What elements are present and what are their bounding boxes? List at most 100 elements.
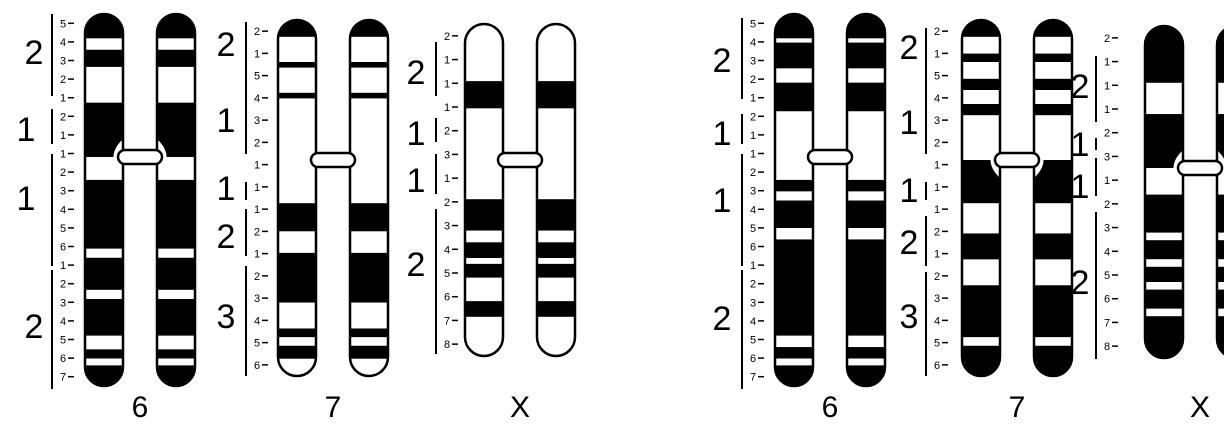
- band-number: 7: [60, 372, 66, 384]
- band-q-13: [157, 349, 195, 359]
- arm-region-label: 2: [900, 29, 919, 67]
- band-q-9: [775, 191, 813, 201]
- band-number: 4: [254, 93, 260, 105]
- band-q-11: [1034, 233, 1072, 259]
- band-number: 3: [444, 221, 450, 233]
- band-q-8: [157, 249, 195, 259]
- band-q-12: [465, 317, 503, 329]
- band-number: 2: [254, 26, 260, 38]
- chromatid-bands: [157, 14, 195, 387]
- arm-region-label: 2: [25, 308, 44, 346]
- chromatid-bands: [775, 14, 813, 387]
- band-p-1: [465, 24, 503, 82]
- arm-region-label: 1: [407, 115, 426, 153]
- band-p-5: [1034, 79, 1072, 91]
- arm-region-label: 2: [217, 218, 236, 256]
- arm-region-label: 2: [407, 54, 426, 92]
- band-number: 5: [444, 268, 450, 280]
- band-p-1: [775, 14, 813, 39]
- band-p-6: [1034, 90, 1072, 105]
- band-number: 1: [1104, 80, 1110, 92]
- arm-region-label: 3: [217, 298, 236, 336]
- band-number: 2: [254, 226, 260, 238]
- band-p-3: [962, 54, 1000, 63]
- band-q-13: [962, 285, 1000, 337]
- band-p-3: [85, 50, 123, 68]
- arm-region-label: 2: [25, 34, 44, 72]
- band-number: 1: [60, 260, 66, 272]
- band-q-10: [157, 290, 195, 300]
- arm-region-label: 1: [900, 104, 919, 142]
- centromere: [995, 153, 1039, 167]
- band-q-10: [278, 253, 316, 303]
- chromosome-label: 6: [132, 391, 149, 424]
- chromosome-6-right: 2112543212112345612345676: [713, 14, 885, 424]
- band-number: 4: [934, 315, 940, 327]
- band-q-13: [465, 329, 503, 357]
- band-p-2: [157, 38, 195, 50]
- band-number: 1: [750, 93, 756, 105]
- chromatid-bands: [537, 24, 575, 357]
- band-number: 1: [934, 249, 940, 261]
- band-p-3: [278, 62, 316, 68]
- band-q-15: [847, 359, 885, 366]
- chromosome-x-left: 211221112312345678X: [407, 24, 575, 424]
- band-number: 6: [60, 353, 66, 365]
- band-number: 6: [254, 360, 260, 372]
- band-p-2: [1145, 83, 1183, 115]
- centromere: [498, 153, 542, 167]
- chromatid-bands: [278, 20, 316, 377]
- band-q-14: [1034, 337, 1072, 346]
- band-q-13: [847, 336, 885, 348]
- band-number: 4: [934, 93, 940, 105]
- band-number: 5: [750, 335, 756, 347]
- band-number: 2: [750, 74, 756, 86]
- band-q-10: [85, 290, 123, 300]
- band-number: 1: [750, 149, 756, 161]
- band-number: 5: [60, 18, 66, 30]
- arm-region-label: 3: [900, 298, 919, 336]
- band-p-2: [350, 37, 388, 63]
- band-number: 1: [750, 260, 756, 272]
- band-number: 2: [60, 167, 66, 179]
- band-q-9: [278, 231, 316, 253]
- chromatid-bands: [1145, 26, 1183, 359]
- band-p-2: [85, 38, 123, 50]
- band-number: 1: [254, 48, 260, 60]
- band-q-10: [350, 253, 388, 303]
- band-number: 1: [1104, 175, 1110, 187]
- band-number: 7: [444, 315, 450, 327]
- band-q-15: [278, 359, 316, 377]
- band-p-2: [775, 38, 813, 43]
- band-q-7: [1145, 240, 1183, 260]
- band-number: 1: [934, 48, 940, 60]
- band-number: 1: [254, 160, 260, 172]
- band-number: 2: [934, 271, 940, 283]
- centromere: [311, 153, 355, 167]
- band-q-14: [85, 359, 123, 366]
- band-number: 5: [934, 338, 940, 350]
- band-p-5: [847, 83, 885, 112]
- band-q-7: [157, 180, 195, 249]
- band-number: 1: [934, 160, 940, 172]
- band-p-2: [465, 81, 503, 109]
- band-number: 6: [444, 292, 450, 304]
- band-number: 2: [1104, 33, 1110, 45]
- band-q-10: [465, 278, 503, 302]
- band-number: 1: [1104, 104, 1110, 116]
- band-p-1: [157, 14, 195, 39]
- chromosome-label: X: [510, 391, 530, 424]
- band-q-13: [85, 349, 123, 359]
- band-q-10: [1034, 203, 1072, 234]
- band-p-5: [962, 79, 1000, 91]
- band-number: 1: [1104, 57, 1110, 69]
- band-number: 1: [254, 249, 260, 261]
- band-p-4: [775, 68, 813, 83]
- band-q-14: [278, 346, 316, 359]
- band-number: 3: [1104, 151, 1110, 163]
- band-q-13: [350, 337, 388, 346]
- band-number: 5: [60, 223, 66, 235]
- band-p-5: [278, 93, 316, 99]
- band-q-15: [350, 359, 388, 377]
